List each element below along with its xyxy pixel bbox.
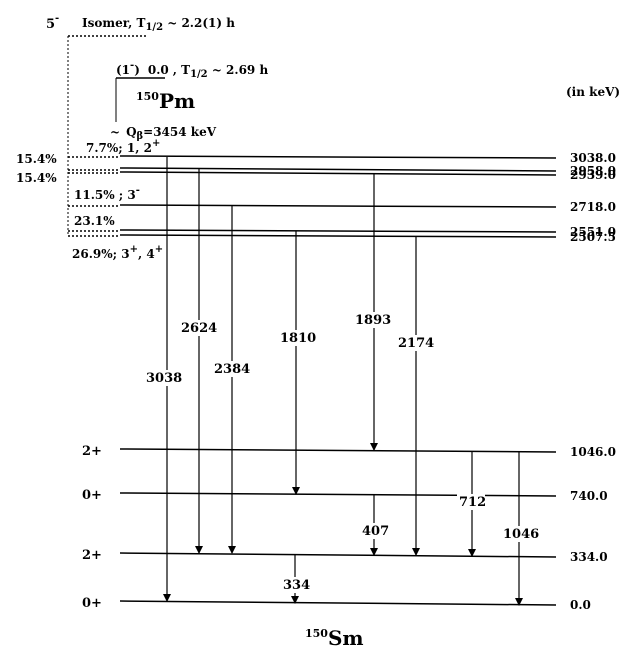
gamma-energy-label-2624: 2624	[181, 321, 217, 336]
feeding-2507: 26.9%; 3+, 4+	[72, 244, 163, 261]
level-line-1046-0	[119, 448, 557, 453]
parent-element: Pm	[159, 89, 195, 113]
gamma-label-backdrop	[501, 526, 537, 542]
feeding-2507-sup1: +	[130, 244, 138, 255]
gamma-label-backdrop	[353, 312, 389, 328]
feeding-2507-mid: , 4	[138, 247, 155, 261]
feeding-2718-sup: -	[136, 185, 140, 196]
gs-spin-close: )	[134, 63, 140, 77]
feeding-3038-sup: +	[152, 138, 160, 149]
level-line-740-0	[119, 492, 557, 497]
level-spin-label: 2+	[82, 548, 102, 563]
level-energy-label: 334.0	[570, 550, 608, 564]
q-beta-sub: β	[137, 131, 144, 142]
gamma-label-backdrop	[396, 335, 432, 351]
feeding-2551: 23.1%	[74, 214, 115, 228]
isomer-parity: -	[55, 13, 59, 24]
level-energy-label: 2718.0	[570, 200, 616, 214]
q-beta-q: Q	[126, 125, 136, 139]
feeding-2507-main: 26.9%; 3	[72, 247, 130, 261]
level-energy-label: 2958.0	[570, 164, 616, 178]
gamma-label-backdrop	[144, 370, 180, 386]
q-beta-label: ~ Qβ=3454 keV	[110, 125, 217, 142]
level-energy-label: 740.0	[570, 489, 608, 503]
daughter-nuclide-label: 150Sm	[305, 626, 364, 650]
q-beta-tilde: ~	[110, 125, 120, 139]
level-line-2551-0	[119, 229, 557, 233]
level-energy-label: 2939.0	[570, 168, 616, 182]
gamma-energy-label-1810: 1810	[280, 331, 316, 346]
level-energy-label: 3038.0	[570, 151, 616, 165]
gamma-energy-label-1893: 1893	[355, 313, 391, 328]
gs-energy: 0.0	[148, 63, 169, 77]
gs-halflife-prefix: , T	[173, 63, 190, 77]
level-line-2507-5	[119, 234, 557, 238]
feeding-2507-sup2: +	[155, 244, 163, 255]
level-spin-label: 0+	[82, 596, 102, 611]
gamma-energy-label-2384: 2384	[214, 362, 250, 377]
level-line-2718-0	[119, 204, 557, 208]
gamma-energy-label-3038: 3038	[146, 371, 182, 386]
parent-gs-label: (1-) 0.0 , T1/2 ~ 2.69 h	[116, 60, 268, 80]
isomer-halflife: ~ 2.2(1) h	[163, 16, 235, 30]
gamma-energy-label-2174: 2174	[398, 336, 434, 351]
level-energy-label: 2507.5	[570, 230, 616, 244]
isomer-spin: 5-	[46, 13, 59, 32]
q-beta-value: =3454 keV	[143, 125, 217, 139]
level-line-2958-0	[119, 167, 557, 172]
gamma-energy-label-334: 334	[283, 578, 310, 593]
gs-halflife: ~ 2.69 h	[208, 63, 269, 77]
gamma-label-backdrop	[360, 523, 388, 539]
level-spin-label: 0+	[82, 488, 102, 503]
gamma-energy-label-1046: 1046	[503, 527, 539, 542]
daughter-mass: 150	[305, 627, 328, 640]
level-line-2939-0	[119, 171, 557, 176]
level-line-334-0	[119, 552, 557, 558]
level-energy-label: 1046.0	[570, 445, 616, 459]
gammas-layer: 3038 2624 2384 1810 1893 2174 407 712 1046 334	[144, 157, 539, 606]
gs-spin-open: (1	[116, 63, 130, 77]
feeding-2718-main: 11.5% ; 3	[74, 188, 136, 202]
isomer-text: Isomer, T	[82, 16, 146, 30]
gs-halflife-sub: 1/2	[190, 69, 208, 80]
isomer-label: Isomer, T1/2 ~ 2.2(1) h	[82, 16, 235, 33]
units-label: (in keV)	[566, 85, 620, 99]
gamma-label-backdrop	[457, 494, 485, 510]
gamma-label-backdrop	[212, 361, 248, 377]
level-energy-label: 0.0	[570, 598, 591, 612]
level-line-0-0	[119, 600, 557, 606]
parent-mass: 150	[136, 90, 159, 103]
daughter-element: Sm	[328, 626, 364, 650]
level-line-3038-0	[119, 155, 557, 159]
level-spin-label: 2+	[82, 444, 102, 459]
gamma-energy-label-712: 712	[459, 495, 486, 510]
gs-spin-parity: -	[130, 60, 134, 71]
level-energy-label: 2551.0	[570, 225, 616, 239]
feeding-3038: 7.7%; 1, 2+	[86, 138, 160, 155]
isomer-spin-value: 5	[46, 17, 55, 32]
feeding-2939: 15.4%	[16, 171, 57, 185]
isomer-sub: 1/2	[145, 22, 163, 33]
gamma-label-backdrop	[278, 330, 314, 346]
feeding-2958: 15.4%	[16, 152, 57, 166]
feeding-3038-main: 7.7%; 1, 2	[86, 141, 152, 155]
feeding-2718: 11.5% ; 3-	[74, 185, 140, 202]
gamma-label-backdrop	[179, 320, 215, 336]
gamma-energy-label-407: 407	[362, 524, 389, 539]
parent-nuclide-label: 150Pm	[136, 89, 195, 113]
gamma-label-backdrop	[281, 577, 309, 593]
